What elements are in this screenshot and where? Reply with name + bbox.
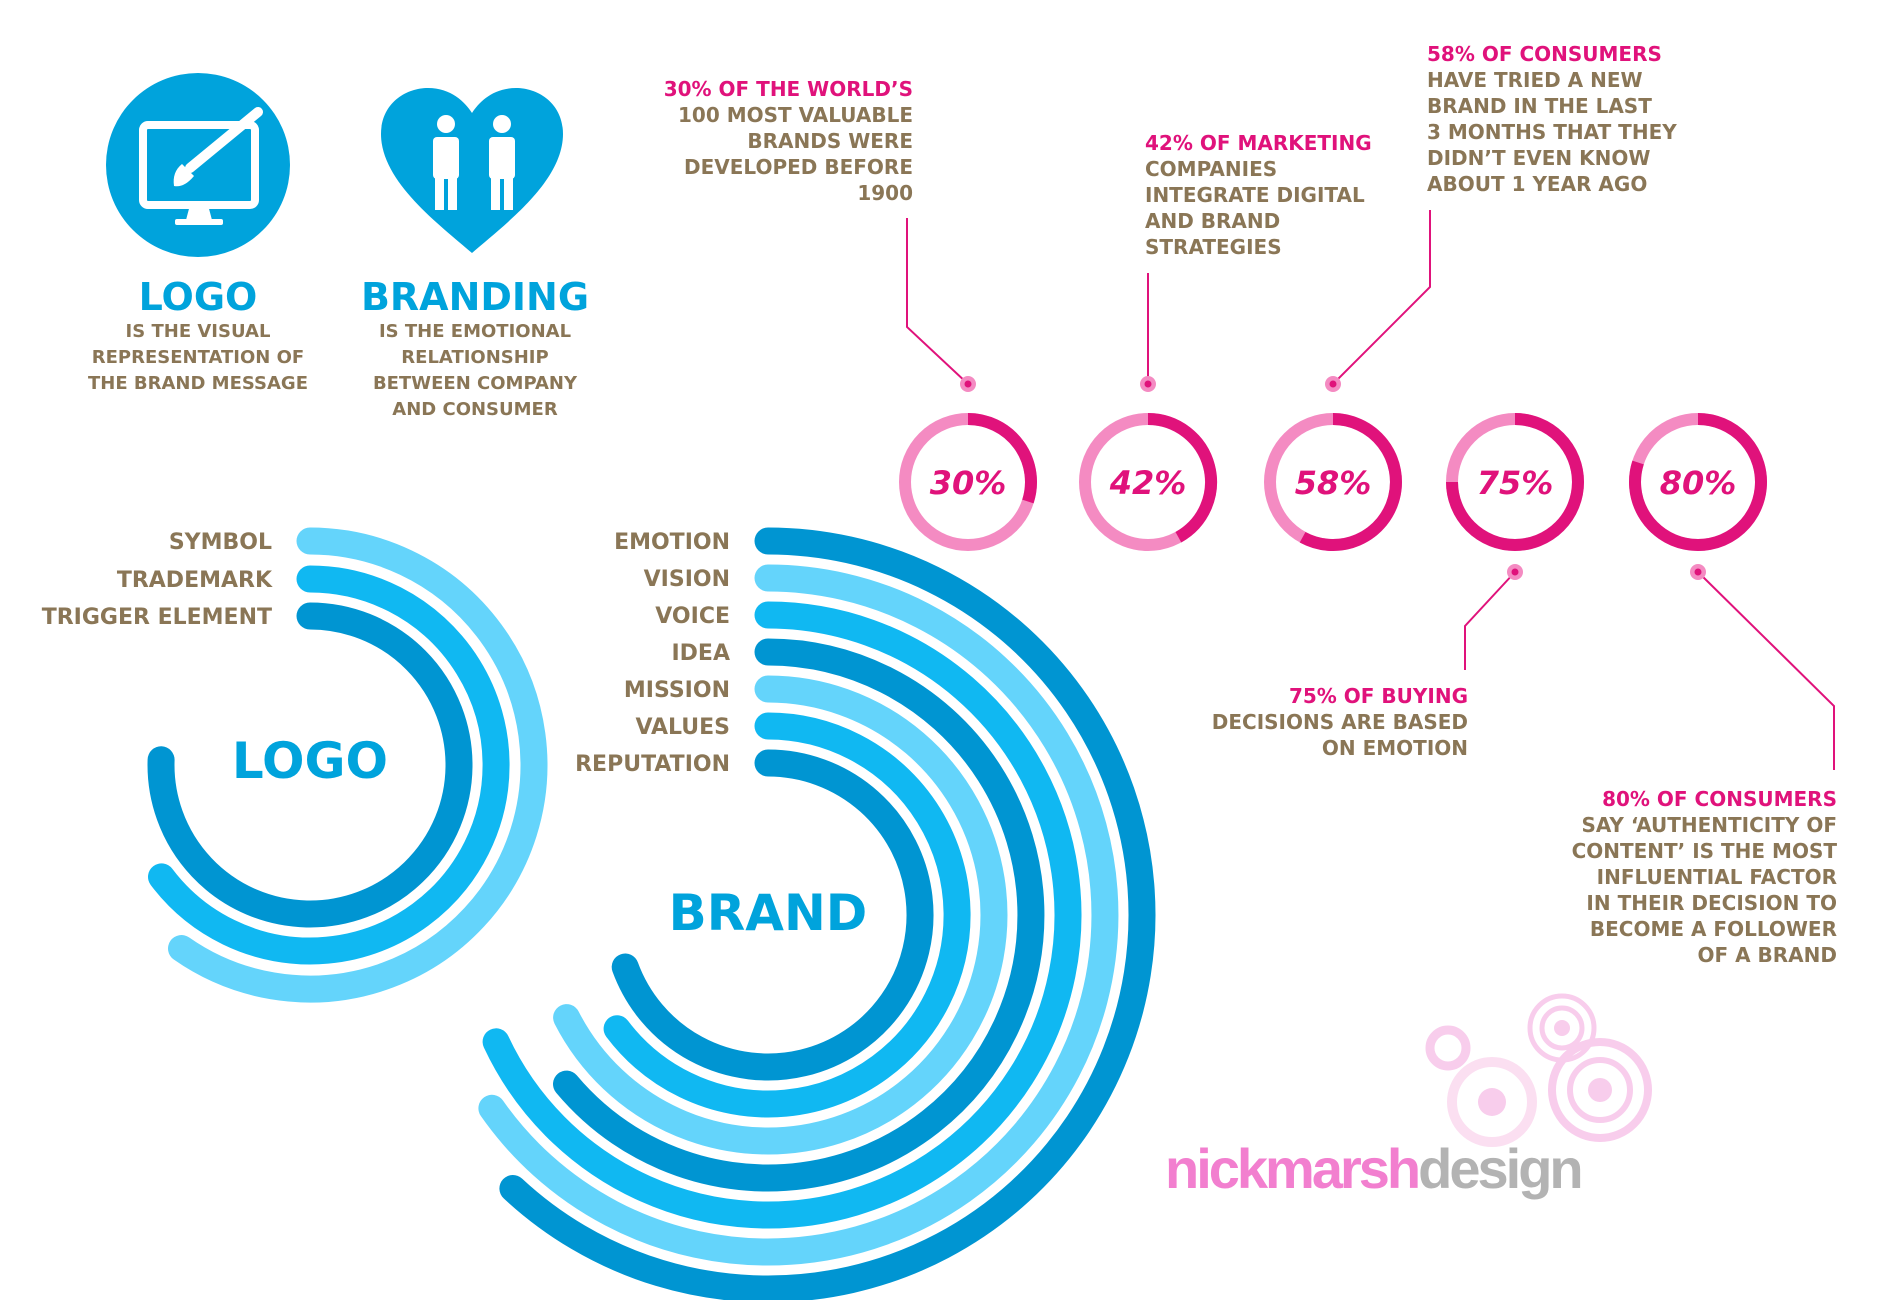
stat-80-arc [1629, 413, 1767, 551]
stat-42-caption-lead: 42% OF MARKETING [1145, 131, 1372, 155]
logo-ring-trademark [148, 565, 510, 965]
stat-80-caption-line: CONTENT’ IS THE MOST [1572, 839, 1838, 863]
logo-rings: SYMBOL TRADEMARK TRIGGER ELEMENT [42, 527, 548, 1003]
stat-30-caption-line: DEVELOPED BEFORE [684, 155, 913, 179]
brand-ring-label-mission: MISSION [624, 678, 730, 703]
stat-58-label: 58% [1295, 464, 1372, 502]
logo-intro-desc-0: IS THE VISUAL [126, 321, 271, 342]
branding-intro-desc-1: RELATIONSHIP [401, 347, 548, 368]
brand-ring-label-idea: IDEA [671, 641, 730, 666]
stat-30-label: 30% [930, 464, 1007, 502]
logo-ring-label-trademark: TRADEMARK [117, 568, 273, 593]
branding-intro-desc-0: IS THE EMOTIONAL [379, 321, 571, 342]
stat-42-connector-dot-center [1144, 380, 1152, 388]
stat-80-caption-lead: 80% OF CONSUMERS [1602, 787, 1837, 811]
logo-ring-symbol [168, 527, 548, 1003]
stat-58-caption-line: BRAND IN THE LAST [1427, 94, 1652, 118]
stat-80-caption-line: INFLUENTIAL FACTOR [1597, 865, 1837, 889]
stat-58-caption-line: 3 MONTHS THAT THEY [1427, 120, 1677, 144]
logo-ring-label-trigger-element: TRIGGER ELEMENT [42, 605, 272, 630]
stat-80-caption-line: SAY ‘AUTHENTICITY OF [1581, 813, 1837, 837]
logo-intro-title: LOGO [139, 275, 258, 319]
logo-ring-trigger-element [147, 602, 473, 928]
people-icon [433, 115, 515, 210]
stat-30-caption-line: BRANDS WERE [747, 129, 913, 153]
stat-75-connector-dot-center [1511, 568, 1519, 576]
branding-intro: BRANDING IS THE EMOTIONAL RELATIONSHIP B… [361, 88, 589, 420]
brand-logo-text: nickmarshdesign [1165, 1137, 1581, 1200]
branding-intro-desc-3: AND CONSUMER [392, 399, 558, 420]
stat-42-caption-line: STRATEGIES [1145, 235, 1282, 259]
brand-ring-label-vision: VISION [644, 567, 730, 592]
brand-rings: EMOTION VISION VOICE IDEA MISSION VALUES REPUT… [478, 527, 1156, 1300]
stat-80-connector [1697, 571, 1835, 770]
logo-rings-center-label: LOGO [232, 732, 388, 790]
brand-logo-grey: design [1418, 1137, 1580, 1200]
stat-80-caption-line: BECOME A FOLLOWER [1590, 917, 1837, 941]
stat-42-caption-line: AND BRAND [1145, 209, 1280, 233]
brand-ring-values [603, 712, 971, 1118]
branding-intro-desc-2: BETWEEN COMPANY [373, 373, 578, 394]
stat-75-caption-lead: 75% OF BUYING [1289, 684, 1468, 708]
stat-80-caption-line: IN THEIR DECISION TO [1586, 891, 1837, 915]
brand-rings-center-label: BRAND [669, 884, 868, 942]
brand-logo-pink: nickmarsh [1165, 1137, 1418, 1200]
stat-58-connector-dot-center [1329, 380, 1337, 388]
monitor-paintbrush-icon [139, 107, 263, 225]
heart-shape [381, 88, 563, 253]
stat-75-label: 75% [1477, 464, 1554, 502]
brand-ring-label-reputation: REPUTATION [575, 752, 730, 777]
stat-30-caption-line: 1900 [857, 181, 913, 205]
stat-80-label: 80% [1660, 464, 1737, 502]
brand-ring-idea [553, 638, 1045, 1192]
stat-58-caption-lead: 58% OF CONSUMERS [1427, 42, 1662, 66]
stat-42-label: 42% [1109, 464, 1187, 502]
stat-80-connector-dot-center [1694, 568, 1702, 576]
brand-ring-reputation [611, 749, 934, 1081]
brand-ring-label-values: VALUES [635, 715, 730, 740]
stat-75-arc [1446, 413, 1584, 551]
brand-ring-label-emotion: EMOTION [614, 530, 730, 555]
brand-ring-label-voice: VOICE [655, 604, 730, 629]
stat-30-connector-dot-center [964, 380, 972, 388]
stat-75-caption-line: DECISIONS ARE BASED [1212, 710, 1468, 734]
stat-58-arc [1299, 413, 1402, 551]
stat-30-caption-lead: 30% OF THE WORLD’S [664, 77, 913, 101]
stat-42-caption-line: COMPANIES [1145, 157, 1277, 181]
logo-intro-desc-1: REPRESENTATION OF [92, 347, 304, 368]
stat-58-connector [1332, 210, 1431, 385]
footer-decoration [1425, 993, 1652, 1147]
stat-75-connector [1464, 571, 1516, 670]
stat-75-caption-line: ON EMOTION [1322, 736, 1468, 760]
logo-intro: LOGO IS THE VISUAL REPRESENTATION OF THE… [88, 73, 308, 394]
brand-ring-vision [478, 564, 1119, 1266]
stat-42-arc [1147, 413, 1217, 543]
stat-30-connector [906, 218, 969, 385]
stat-42-caption-line: INTEGRATE DIGITAL [1145, 183, 1365, 207]
stat-58-caption-line: DIDN’T EVEN KNOW [1427, 146, 1650, 170]
stat-80-caption-line: OF A BRAND [1697, 943, 1837, 967]
brand-ring-mission [553, 675, 1008, 1155]
stat-30-caption-line: 100 MOST VALUABLE [678, 103, 913, 127]
stat-58-caption-line: HAVE TRIED A NEW [1427, 68, 1643, 92]
branding-intro-title: BRANDING [361, 275, 589, 319]
stat-58-caption-line: ABOUT 1 YEAR AGO [1427, 172, 1647, 196]
brand-ring-emotion [499, 527, 1156, 1300]
stat-30-arc [967, 413, 1037, 504]
brand-ring-voice [482, 601, 1082, 1229]
logo-intro-desc-2: THE BRAND MESSAGE [88, 373, 308, 394]
logo-ring-label-symbol: SYMBOL [169, 530, 272, 555]
